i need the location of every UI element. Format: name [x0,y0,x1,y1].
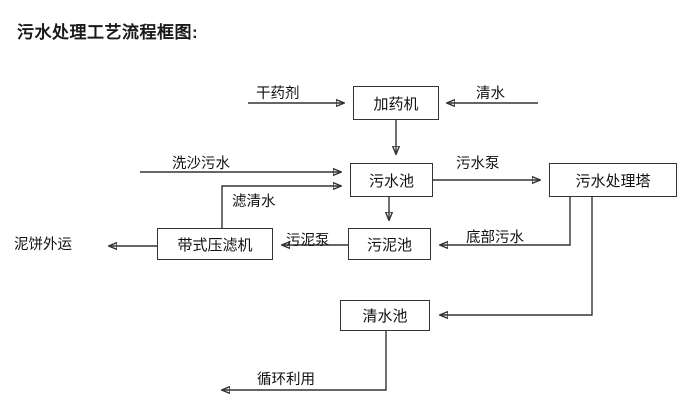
edge-label-clean-water-in: 清水 [476,86,505,102]
node-sewage-pool[interactable]: 污水池 [350,163,433,197]
node-clear-water-pool[interactable]: 清水池 [340,300,430,331]
edge-label-dry-agent: 干药剂 [256,86,300,102]
edge-tower-to-clear-water [440,197,593,315]
edge-label-sludge-pump: 污泥泵 [286,233,330,249]
node-label-sewage-pool: 污水池 [368,172,414,190]
node-label-dosing-machine: 加药机 [373,95,419,113]
node-label-treatment-tower: 污水处理塔 [575,172,651,190]
edge-label-filtered-clear-water: 滤清水 [232,194,276,210]
edge-label-sewage-pump: 污水泵 [456,156,500,172]
page-title: 污水处理工艺流程框图: [17,23,199,42]
node-dosing-machine[interactable]: 加药机 [353,86,439,120]
node-label-belt-filter-press: 带式压滤机 [177,236,253,254]
edge-label-bottom-sewage: 底部污水 [466,230,524,246]
node-label-clear-water-pool: 清水池 [362,308,408,325]
edge-label-recycling-reuse: 循环利用 [257,372,315,388]
edge-bottom-sewage [440,197,571,245]
node-treatment-tower[interactable]: 污水处理塔 [549,163,677,197]
edge-recycling-reuse [222,331,387,390]
node-label-sludge-pool: 污泥池 [366,236,412,254]
edge-label-sand-washing-sewage: 洗沙污水 [172,156,230,172]
node-sludge-pool[interactable]: 污泥池 [348,228,431,260]
edge-label-mud-cake-transport: 泥饼外运 [14,237,72,253]
node-belt-filter-press[interactable]: 带式压滤机 [157,228,273,260]
edge-filtered-water [221,186,341,228]
